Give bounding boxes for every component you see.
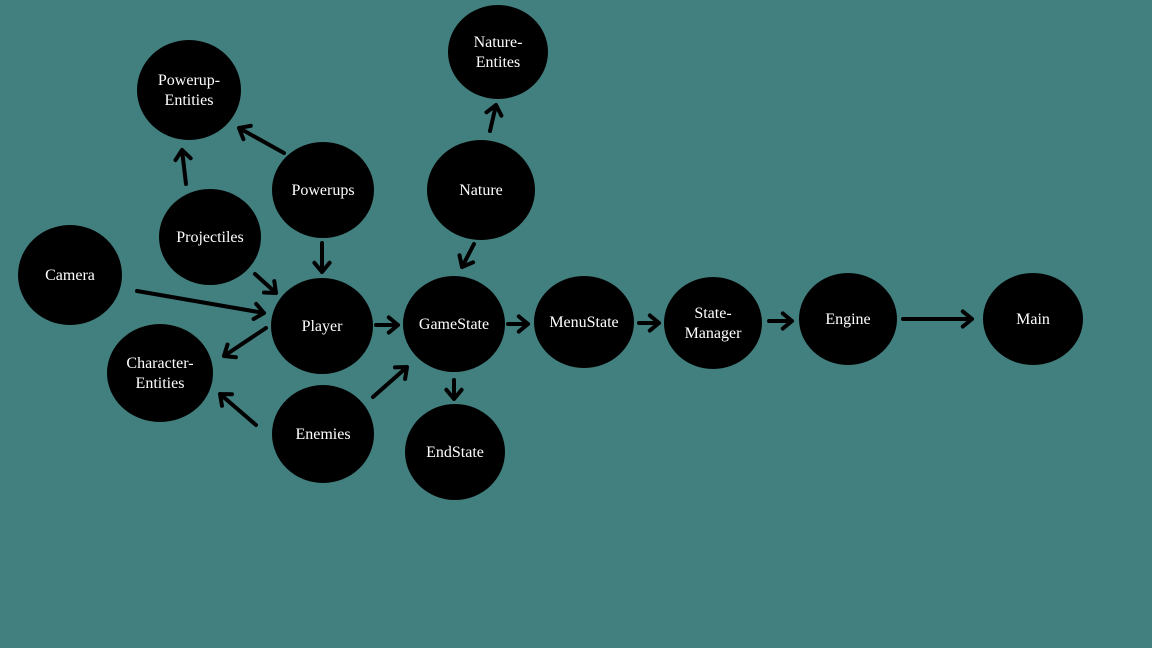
node-powerup-entities: Powerup- Entities	[137, 40, 241, 140]
node-menustate: MenuState	[534, 276, 634, 368]
node-label: Camera	[45, 267, 95, 284]
arrow-projectiles-to-player	[253, 272, 278, 295]
arrow-powerups-to-powerup-entities	[237, 123, 286, 155]
arrow-enemies-to-character-entities	[218, 392, 258, 427]
node-circle	[448, 5, 548, 99]
node-circle	[799, 273, 897, 365]
edge-layer	[135, 103, 974, 427]
node-label: MenuState	[549, 314, 618, 331]
arrow-engine-to-main	[901, 309, 974, 329]
node-label: Enemies	[295, 426, 350, 443]
arrow-menustate-to-state-manager	[637, 313, 661, 333]
node-circle	[159, 189, 261, 285]
node-projectiles: Projectiles	[159, 189, 261, 285]
node-circle	[403, 276, 505, 372]
arrow-gamestate-to-menustate	[506, 314, 530, 334]
arrow-powerups-to-player	[312, 241, 332, 274]
node-player: Player	[271, 278, 373, 374]
node-label: State-	[694, 305, 731, 322]
node-circle	[272, 142, 374, 238]
node-engine: Engine	[799, 273, 897, 365]
node-powerups: Powerups	[272, 142, 374, 238]
node-circle	[664, 277, 762, 369]
arrow-gamestate-to-endstate	[444, 378, 464, 401]
node-circle	[137, 40, 241, 140]
node-label: Powerup-	[158, 72, 220, 89]
node-label: Engine	[825, 311, 870, 328]
node-circle	[18, 225, 122, 325]
node-label: Manager	[685, 325, 743, 342]
node-label: Nature	[459, 182, 503, 199]
node-label: Powerups	[291, 182, 354, 199]
node-label: GameState	[419, 316, 489, 333]
node-label: Main	[1016, 311, 1050, 328]
node-circle	[405, 404, 505, 500]
node-circle	[983, 273, 1083, 365]
node-main: Main	[983, 273, 1083, 365]
node-label: Entities	[136, 375, 185, 392]
node-circle	[427, 140, 535, 240]
node-camera: Camera	[18, 225, 122, 325]
node-circle	[534, 276, 634, 368]
node-nature: Nature	[427, 140, 535, 240]
arrow-nature-to-gamestate	[457, 242, 476, 269]
node-circle	[271, 278, 373, 374]
node-enemies: Enemies	[272, 385, 374, 483]
node-gamestate: GameState	[403, 276, 505, 372]
node-label: Projectiles	[176, 229, 244, 246]
arrow-camera-to-player	[135, 289, 266, 321]
node-character-entities: Character- Entities	[107, 324, 213, 422]
arrow-nature-to-nature-entites	[484, 103, 504, 133]
node-circle	[107, 324, 213, 422]
node-label: Character-	[126, 355, 193, 372]
node-label: Nature-	[474, 34, 523, 51]
node-label: Player	[302, 318, 344, 335]
node-circle	[272, 385, 374, 483]
arrow-enemies-to-gamestate	[371, 365, 409, 399]
node-label: Entities	[165, 92, 214, 109]
arrow-state-manager-to-engine	[767, 311, 794, 331]
node-endstate: EndState	[405, 404, 505, 500]
node-label: Entites	[476, 54, 520, 71]
arrow-player-to-gamestate	[374, 315, 400, 335]
arrow-player-to-character-entities	[222, 326, 268, 360]
node-nature-entites: Nature- Entites	[448, 5, 548, 99]
node-label: EndState	[426, 444, 484, 461]
arrow-projectiles-to-powerup-entities	[173, 148, 193, 186]
node-state-manager: State- Manager	[664, 277, 762, 369]
